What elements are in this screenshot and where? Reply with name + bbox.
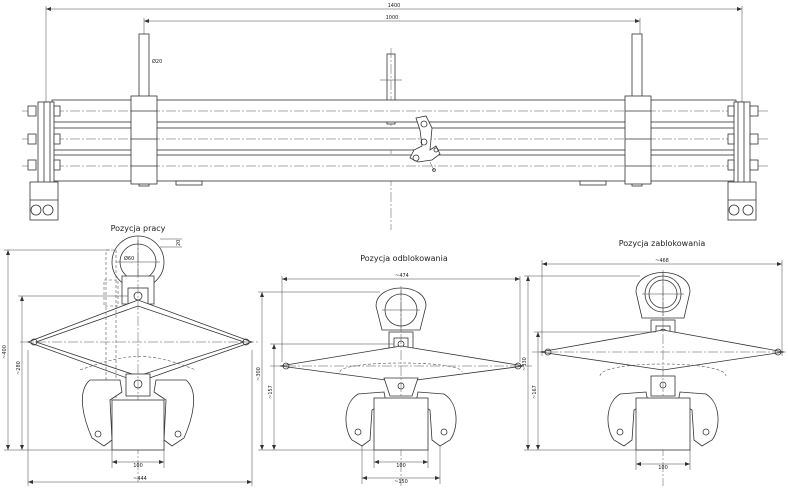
dim-width-label: ~444 bbox=[133, 476, 147, 482]
dim-width-label-2: ~474 bbox=[395, 273, 409, 279]
dim-jaw-label: 100 bbox=[133, 463, 143, 469]
dim-overall-label: 1400 bbox=[388, 3, 401, 9]
dim-bottom-label-2: ~150 bbox=[394, 479, 408, 485]
view-unlock-position: Pozycja odblokowania ~474 bbox=[256, 254, 532, 486]
dim-mid-label: ~280 bbox=[16, 361, 22, 375]
view-title-work: Pozycja pracy bbox=[111, 224, 166, 233]
right-jaw bbox=[153, 379, 194, 447]
tab-right bbox=[579, 180, 607, 186]
arm-rhombus bbox=[26, 299, 254, 383]
workpiece bbox=[111, 399, 165, 451]
rod-diameter-label: Ø20 bbox=[152, 58, 162, 65]
view-title-unlock: Pozycja odblokowania bbox=[360, 254, 448, 263]
lever-linkage bbox=[409, 115, 441, 172]
dim-jaw-label-2: 100 bbox=[396, 463, 406, 469]
dim-top-label: 20 bbox=[176, 240, 182, 246]
left-clamp-block bbox=[130, 95, 158, 185]
left-jaw bbox=[82, 379, 123, 447]
dim-height-label-3: ~330 bbox=[522, 357, 528, 371]
dim-height-label: ~400 bbox=[2, 345, 8, 359]
top-view: 1400 1000 Ø20 bbox=[22, 3, 770, 230]
tab-left bbox=[175, 180, 203, 186]
ring-diameter-label: Ø60 bbox=[124, 255, 134, 262]
dim-mid-label-3: ~167 bbox=[532, 385, 538, 399]
dim-jaw-label-3: 100 bbox=[658, 465, 668, 471]
right-end-assembly bbox=[727, 101, 759, 221]
dim-width-label-3: ~468 bbox=[655, 258, 669, 264]
left-end-assembly bbox=[27, 101, 61, 221]
view-lock-position: Pozycja zablokowania ~468 bbox=[522, 239, 788, 486]
dim-height-label-2: ~300 bbox=[256, 367, 262, 381]
dim-mid-label-2: ~157 bbox=[268, 385, 274, 399]
dim-inner-label: 1000 bbox=[386, 15, 399, 21]
view-work-position: Pozycja pracy Ø60 20 bbox=[2, 224, 260, 486]
right-clamp-block bbox=[624, 95, 652, 185]
view-title-lock: Pozycja zablokowania bbox=[619, 239, 706, 248]
